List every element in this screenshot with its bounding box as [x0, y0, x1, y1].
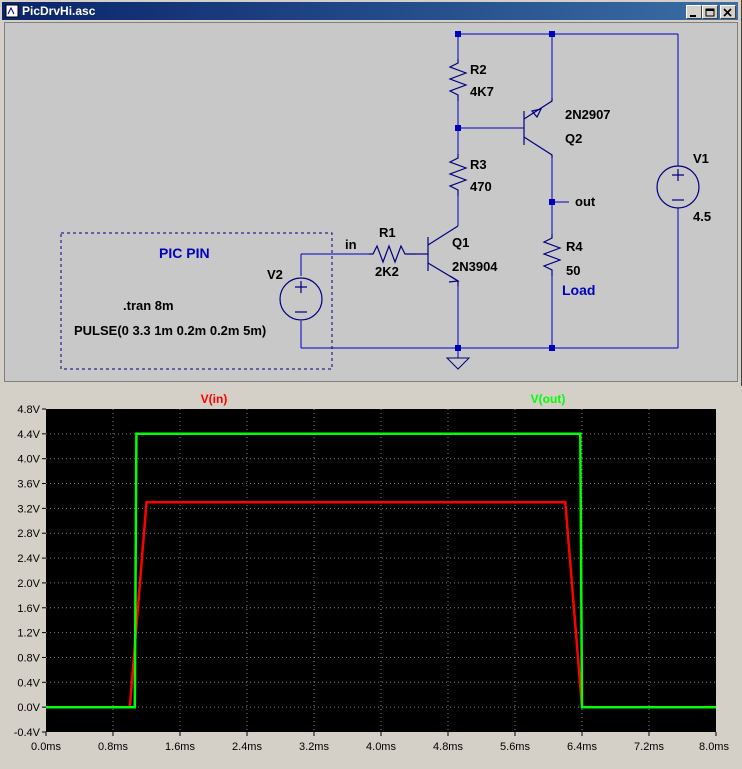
y-tick-label: 1.2V — [17, 628, 40, 640]
q2-model: 2N2907 — [565, 107, 611, 122]
legend-v-out[interactable]: V(out) — [531, 392, 566, 406]
x-tick-label: 3.2ms — [299, 741, 329, 753]
y-tick-label: 4.4V — [17, 429, 40, 441]
schematic-document-icon — [5, 4, 19, 18]
close-button[interactable] — [720, 5, 736, 19]
schematic-canvas[interactable]: R2 4K7 R3 470 R1 2K2 R4 50 Q1 2N3904 2N2… — [4, 22, 738, 382]
y-axis-ticks: 4.8V 4.4V 4.0V 3.6V 3.2V 2.8V 2.4V 2.0V 1.6V 1.2V… — [14, 404, 46, 739]
y-tick-label: 4.0V — [17, 454, 40, 466]
x-tick-label: 6.4ms — [567, 741, 597, 753]
title-bar[interactable]: PicDrvHi.asc — [2, 2, 738, 20]
close-icon — [723, 8, 732, 17]
wires — [300, 33, 679, 358]
x-tick-label: 5.6ms — [500, 741, 530, 753]
v2-label: V2 — [267, 267, 283, 282]
minimize-icon — [690, 15, 696, 17]
r3-label: R3 — [470, 157, 487, 172]
r3-value: 470 — [470, 179, 492, 194]
maximize-button[interactable] — [702, 5, 718, 19]
q2-label: Q2 — [565, 131, 582, 146]
y-tick-label: 2.4V — [17, 553, 40, 565]
transistor-q1 — [415, 225, 460, 286]
r4-label: R4 — [566, 239, 583, 254]
x-tick-label: 0.8ms — [98, 741, 128, 753]
x-tick-label: 4.8ms — [433, 741, 463, 753]
y-tick-label: 3.2V — [17, 503, 40, 515]
q1-model: 2N3904 — [452, 259, 498, 274]
y-tick-label: 0.8V — [17, 652, 40, 664]
r1-label: R1 — [379, 225, 396, 240]
resistors — [369, 59, 562, 276]
plot-area[interactable] — [46, 409, 716, 732]
maximize-icon — [705, 8, 715, 17]
pic-pin-comment: PIC PIN — [159, 245, 210, 261]
y-tick-label: 3.6V — [17, 479, 40, 491]
load-comment: Load — [562, 282, 595, 298]
x-axis-ticks: 0.0ms 0.8ms 1.6ms 2.4ms 3.2ms 4.0ms 4.8ms 5.6ms… — [31, 732, 729, 753]
pic-pin-box — [60, 232, 333, 370]
r4-value: 50 — [566, 263, 580, 278]
q1-label: Q1 — [452, 235, 469, 250]
x-tick-label: 7.2ms — [634, 741, 664, 753]
schematic-drawing[interactable]: R2 4K7 R3 470 R1 2K2 R4 50 Q1 2N3904 2N2… — [5, 23, 739, 383]
x-tick-label: 1.6ms — [165, 741, 195, 753]
r2-label: R2 — [470, 62, 487, 77]
y-tick-label: 0.4V — [17, 677, 40, 689]
trace-legend[interactable]: V(in) V(out) — [201, 392, 566, 406]
x-tick-label: 8.0ms — [699, 741, 729, 753]
traces — [46, 432, 716, 709]
transistor-q2 — [523, 98, 553, 158]
y-tick-label: 1.6V — [17, 603, 40, 615]
schematic-window: PicDrvHi.asc — [0, 0, 742, 386]
r2-value: 4K7 — [470, 84, 494, 99]
tran-directive: .tran 8m — [123, 298, 174, 313]
waveform-window: 4.8V 4.4V 4.0V 3.6V 3.2V 2.8V 2.4V 2.0V 1.6V 1.2V… — [0, 388, 742, 764]
waveform-plot[interactable]: 4.8V 4.4V 4.0V 3.6V 3.2V 2.8V 2.4V 2.0V 1.6V 1.2V… — [0, 388, 742, 764]
minimize-button[interactable] — [686, 5, 702, 19]
trace-v-out — [46, 432, 716, 709]
v1-value: 4.5 — [693, 209, 711, 224]
y-tick-label: 2.8V — [17, 528, 40, 540]
y-tick-label: 0.0V — [17, 702, 40, 714]
ground-symbol — [445, 357, 471, 370]
voltage-source-v1 — [656, 165, 700, 209]
x-tick-label: 4.0ms — [366, 741, 396, 753]
x-tick-label: 0.0ms — [31, 741, 61, 753]
legend-v-in[interactable]: V(in) — [201, 392, 228, 406]
voltage-source-v2 — [279, 277, 323, 321]
net-out-label: out — [575, 194, 596, 209]
v1-label: V1 — [693, 151, 709, 166]
window-title: PicDrvHi.asc — [22, 4, 96, 18]
x-tick-label: 2.4ms — [232, 741, 262, 753]
junctions — [455, 31, 555, 351]
net-in-label: in — [345, 237, 357, 252]
y-tick-label: 2.0V — [17, 578, 40, 590]
pulse-spec: PULSE(0 3.3 1m 0.2m 0.2m 5m) — [74, 323, 266, 338]
y-tick-label: -0.4V — [14, 727, 41, 739]
r1-value: 2K2 — [375, 264, 399, 279]
y-tick-label: 4.8V — [17, 404, 40, 416]
